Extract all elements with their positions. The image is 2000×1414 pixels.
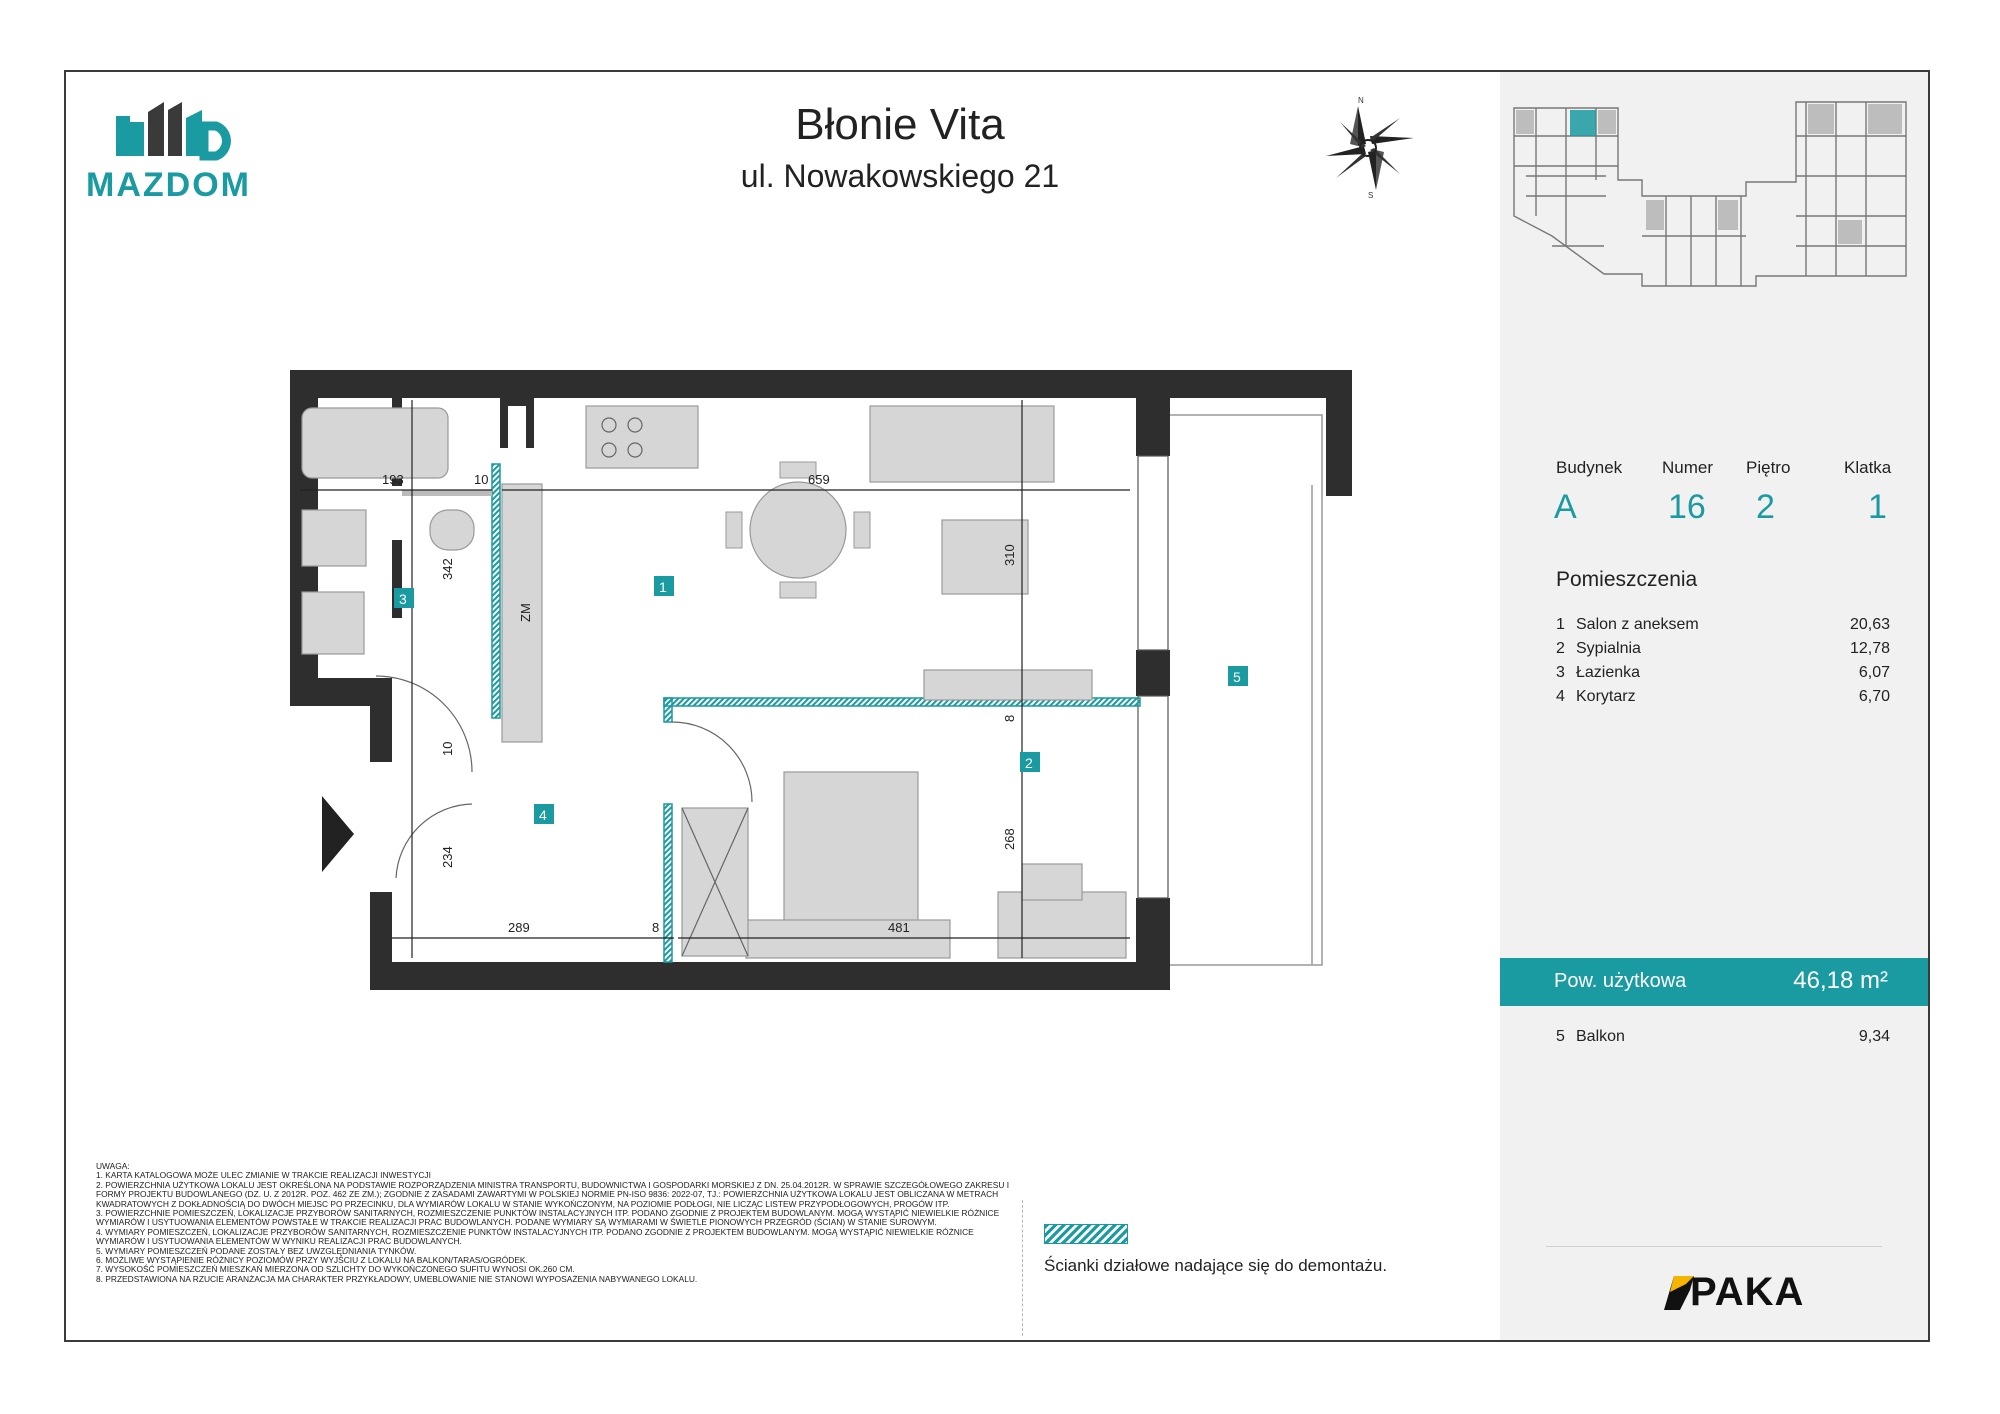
mazdom-logo-icon — [116, 102, 231, 161]
floor-value: 2 — [1756, 488, 1775, 526]
brand-name: MAZDOM — [86, 166, 251, 204]
rooms-title: Pomieszczenia — [1556, 568, 1698, 591]
usable-area-label: Pow. użytkowa — [1554, 970, 1687, 992]
compass-north-label: N — [1358, 96, 1364, 105]
partition-legend-text: Ścianki działowe nadające się do demonta… — [1044, 1256, 1388, 1275]
note-line: 1. KARTA KATALOGOWA MOŻE ULEC ZMIANIE W … — [96, 1170, 431, 1181]
room-name: Łazienka — [1576, 664, 1641, 681]
room-name: Korytarz — [1576, 688, 1636, 705]
usable-area-bar: Pow. użytkowa 46,18 m² — [1500, 958, 1928, 1006]
number-value: 16 — [1668, 488, 1706, 526]
room-tag: 1 — [659, 579, 667, 595]
room-area: 6,70 — [1858, 688, 1890, 705]
dimension-label: 234 — [440, 846, 455, 868]
room-tags: 1 2 3 4 5 — [394, 576, 1248, 824]
staircase-value: 1 — [1868, 488, 1887, 526]
room-number: 2 — [1556, 640, 1565, 657]
room-tag: 2 — [1025, 755, 1033, 771]
dimension-label: 10 — [474, 472, 488, 487]
room-name: Sypialnia — [1576, 640, 1641, 657]
note-line: 7. WYSOKOŚĆ POMIESZCZEŃ MIESZKAŃ MIERZON… — [96, 1264, 575, 1275]
number-label: Numer — [1662, 458, 1714, 477]
room-area: 12,78 — [1849, 640, 1890, 657]
note-line: 4. WYMIARY POMIESZCZEŃ, LOKALIZACJE PRZY… — [96, 1226, 974, 1247]
staircase-label: Klatka — [1844, 458, 1892, 477]
compass-rose-icon: N S — [1326, 96, 1414, 200]
building-value: A — [1554, 488, 1577, 526]
dimension-label: 310 — [1002, 544, 1017, 566]
project-address: ul. Nowakowskiego 21 — [740, 158, 1060, 194]
note-line: 6. MOŻLIWE WYSTĄPIENIE RÓŻNICY POZIOMÓW … — [96, 1255, 528, 1266]
project-title: Błonie Vita — [795, 100, 1005, 149]
sidepanel-divider — [1546, 1246, 1882, 1247]
compass-south-label: S — [1368, 191, 1373, 200]
room-tag: 5 — [1233, 669, 1241, 685]
balcony-area — [1163, 414, 1323, 966]
room-area: 9,34 — [1858, 1028, 1890, 1045]
note-line: 8. PRZEDSTAWIONA NA RZUCIE ARANŻACJA MA … — [96, 1273, 698, 1284]
partition-legend-swatch — [1044, 1224, 1128, 1244]
dimension-label: 289 — [508, 920, 530, 935]
note-line: 3. POWIERZCHNIE POMIESZCZEŃ, LOKALIZACJE… — [96, 1208, 1000, 1228]
dimension-label: 10 — [440, 742, 455, 756]
room-number: 3 — [1556, 664, 1565, 681]
info-sidepanel — [1500, 72, 1928, 1340]
notes: UWAGA: 1. KARTA KATALOGOWA MOŻE ULEC ZMI… — [96, 1161, 1016, 1284]
building-label: Budynek — [1556, 458, 1623, 477]
floor-plan: 193 10 659 342 310 10 8 268 234 289 8 48… — [290, 370, 1352, 990]
dimension-label: 268 — [1002, 828, 1017, 850]
usable-area-value: 46,18 m² — [1793, 967, 1888, 994]
room-tag: 4 — [539, 807, 547, 823]
dimension-label: 193 — [382, 472, 404, 487]
footer-divider — [1022, 1200, 1023, 1336]
room-number: 1 — [1556, 616, 1565, 633]
room-number: 5 — [1556, 1028, 1565, 1045]
dimension-label: 481 — [888, 920, 910, 935]
walls — [290, 370, 1352, 990]
floor-label: Piętro — [1746, 458, 1791, 477]
room-tag: 3 — [399, 591, 407, 607]
page-frame — [64, 70, 1930, 1342]
dimension-label: 8 — [652, 920, 659, 935]
note-line: UWAGA: — [96, 1161, 130, 1171]
appliance-label: ZM — [518, 603, 533, 622]
note-line: 2. POWIERZCHNIA UŻYTKOWA LOKALU JEST OKR… — [96, 1179, 1010, 1209]
dimension-label: 8 — [1002, 715, 1017, 722]
room-name: Salon z aneksem — [1576, 616, 1699, 633]
paka-brand-name: PAKA — [1690, 1270, 1805, 1314]
dimension-label: 659 — [808, 472, 830, 487]
room-number: 4 — [1556, 688, 1565, 705]
room-name: Balkon — [1576, 1028, 1625, 1045]
dimension-label: 342 — [440, 558, 455, 580]
room-area: 6,07 — [1858, 664, 1890, 681]
room-area: 20,63 — [1849, 616, 1890, 633]
furniture — [301, 405, 1127, 959]
entrance-arrow-icon — [322, 796, 354, 872]
note-line: 5. WYMIARY POMIESZCZEŃ PODANE ZOSTAŁY BE… — [96, 1245, 417, 1256]
building-key-map — [1513, 101, 1907, 287]
demountable-partitions — [491, 463, 1141, 963]
paka-logo-icon — [1664, 1276, 1694, 1310]
